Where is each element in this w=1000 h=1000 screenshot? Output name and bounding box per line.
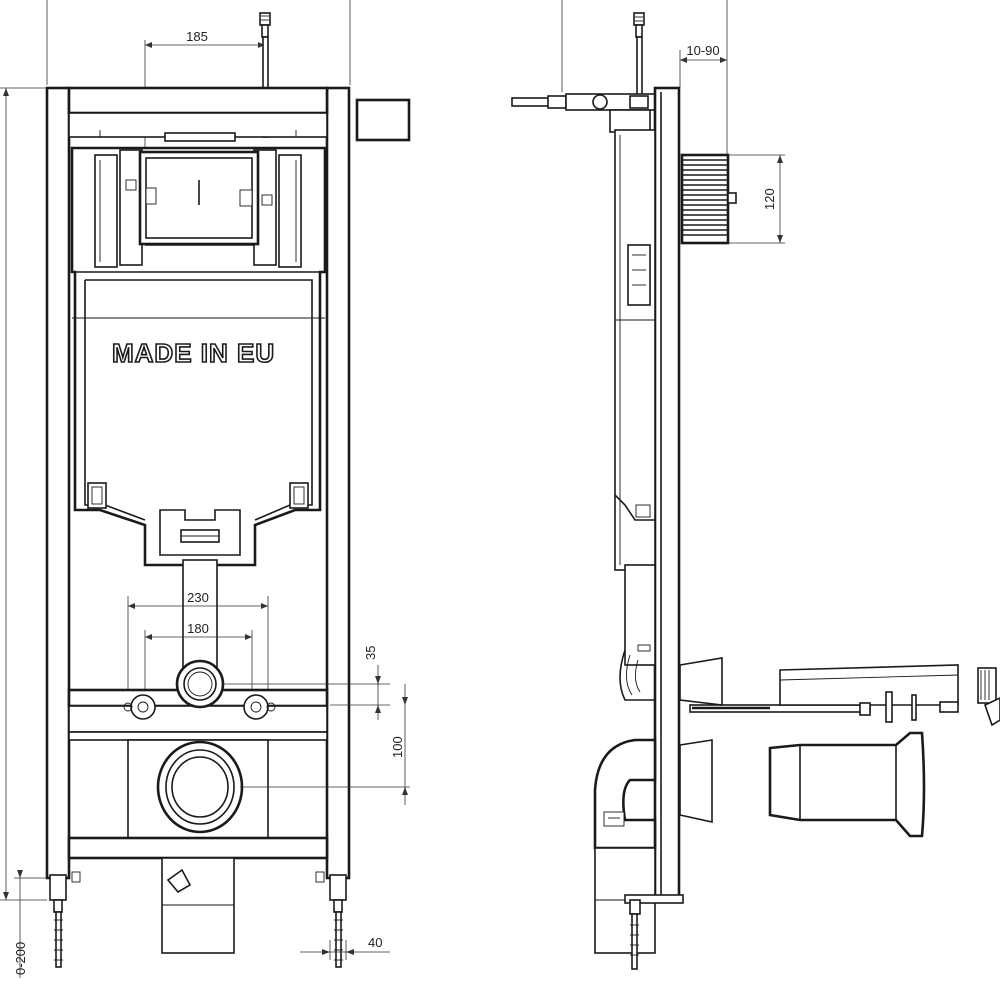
dim-top-inlet-offset: 185 <box>145 29 265 48</box>
dim-outer-spacing: 230 <box>127 590 269 710</box>
svg-text:10-90: 10-90 <box>686 43 719 58</box>
side-bolt-assembly <box>679 657 1000 727</box>
side-flush-plate <box>680 153 737 245</box>
side-frame-post <box>653 86 681 902</box>
frame-label: MADE IN EU <box>112 338 275 368</box>
svg-text:0-200: 0-200 <box>13 942 28 975</box>
dim-foot-adjust: 0-200 <box>13 870 47 978</box>
front-view: 185 <box>0 0 411 978</box>
side-foot <box>629 899 641 970</box>
flush-pipe <box>182 559 218 671</box>
svg-text:230: 230 <box>187 590 209 605</box>
dim-flush-plate-height: 120 <box>728 154 785 244</box>
svg-text:40: 40 <box>368 935 382 950</box>
svg-text:180: 180 <box>187 621 209 636</box>
dim-wall-distance: 10-90 <box>680 43 727 63</box>
side-inlet-valve <box>511 93 657 133</box>
frame-bottom-beam <box>67 836 329 860</box>
side-flush-pipe <box>619 564 656 701</box>
side-inlet-pipe <box>633 12 645 98</box>
svg-text:185: 185 <box>186 29 208 44</box>
side-cistern <box>614 129 656 571</box>
side-view: 10-90 <box>511 0 1000 970</box>
dim-pipe-offset: 35 <box>223 646 390 720</box>
frame-lower-beam <box>67 688 329 741</box>
side-bottom-pipe <box>594 847 684 954</box>
dim-foot-width: 40 <box>300 935 390 960</box>
flush-outlet <box>175 659 225 709</box>
flush-plate-box <box>355 98 411 142</box>
side-drain-elbow <box>593 738 657 850</box>
dim-drain-offset: 100 <box>240 684 410 805</box>
svg-text:35: 35 <box>363 646 378 660</box>
svg-text:100: 100 <box>390 736 405 758</box>
drain-outlet <box>127 739 269 841</box>
frame-foot-left <box>49 871 81 968</box>
cistern-top-brackets <box>94 149 302 268</box>
side-drain-connector <box>679 731 926 838</box>
frame-right-post <box>325 86 351 880</box>
svg-text:120: 120 <box>762 188 777 210</box>
frame-top-beam <box>67 86 329 142</box>
dim-overall-height <box>0 87 47 901</box>
frame-foot-right <box>315 871 347 968</box>
frame-left-post <box>45 86 71 880</box>
dim-inner-spacing: 180 <box>144 621 253 710</box>
bottom-drain-pipe <box>161 857 235 954</box>
